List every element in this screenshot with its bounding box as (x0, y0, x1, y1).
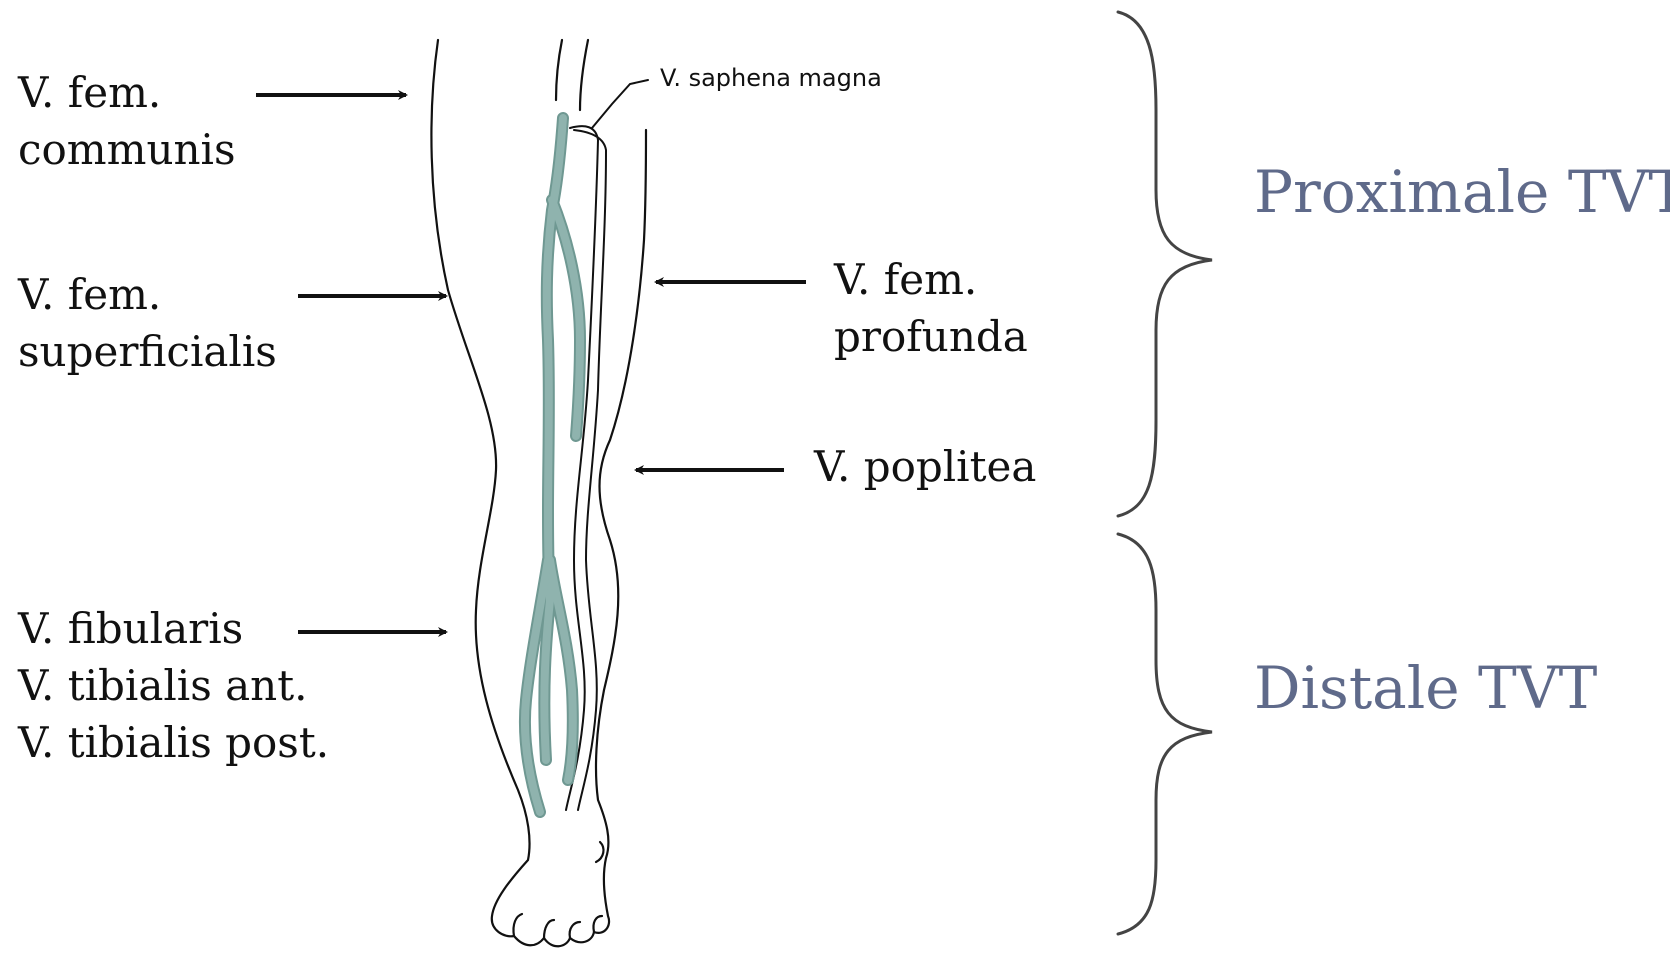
distal-brace (1118, 534, 1212, 934)
label-line: V. tibialis ant. (18, 657, 329, 714)
label-line: superficialis (18, 323, 277, 380)
ankle-bone (596, 842, 603, 862)
proximal-brace (1118, 12, 1212, 516)
label-line: profunda (834, 308, 1028, 365)
foot-toe-lines (513, 914, 602, 938)
label-line: V. fibularis (18, 600, 329, 657)
label-arrows (256, 95, 806, 632)
label-line: V. fem. (834, 251, 1028, 308)
label-fem-superficialis: V. fem. superficialis (18, 266, 277, 380)
label-fibularis-group: V. fibularis V. tibialis ant. V. tibiali… (18, 600, 329, 771)
curly-brace-icon (1118, 12, 1212, 934)
label-line: V. poplitea (814, 438, 1036, 495)
label-poplitea: V. poplitea (814, 438, 1036, 495)
category-proximal: Proximale TVT (1254, 158, 1670, 226)
label-line: V. fem. (18, 64, 236, 121)
label-line: V. fem. (18, 266, 277, 323)
deep-veins (525, 118, 580, 812)
label-fem-communis: V. fem. communis (18, 64, 236, 178)
saphena-pointer-line (592, 80, 648, 128)
label-saphena-magna: V. saphena magna (660, 64, 882, 92)
label-line: communis (18, 121, 236, 178)
label-line: V. tibialis post. (18, 714, 329, 771)
label-fem-profunda: V. fem. profunda (834, 251, 1028, 365)
thigh-inner-line (556, 40, 588, 110)
category-distal: Distale TVT (1254, 654, 1597, 722)
